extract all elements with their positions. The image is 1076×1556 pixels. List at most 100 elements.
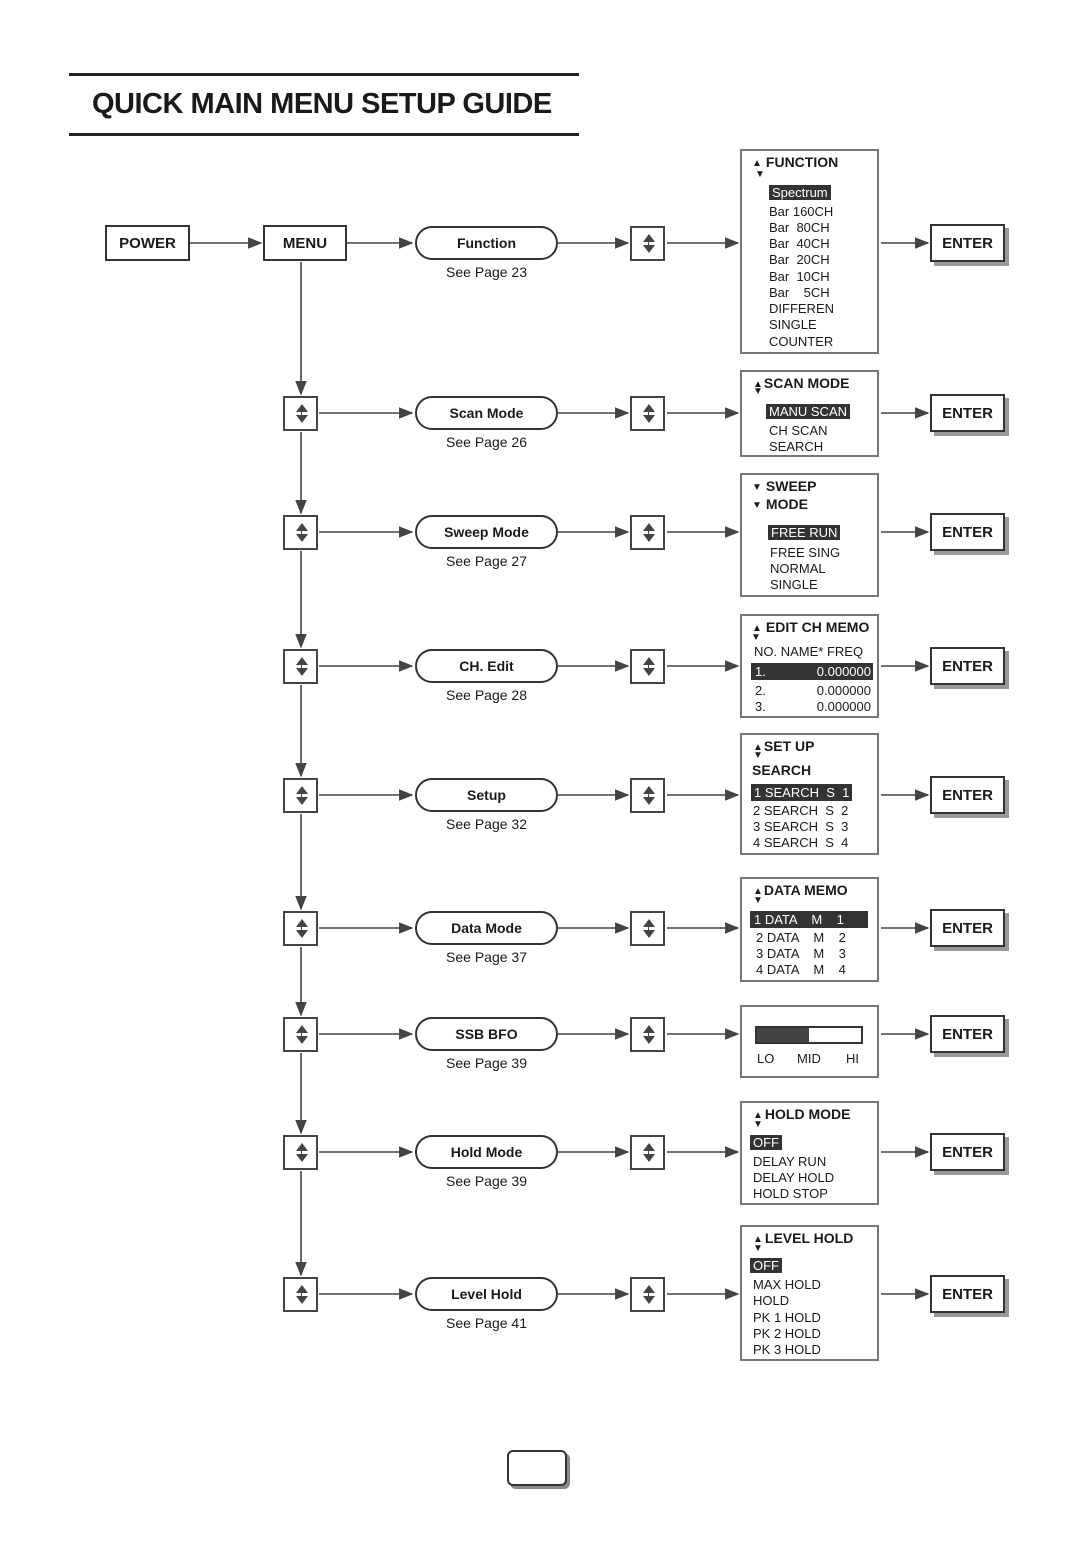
enter-button[interactable]: ENTER xyxy=(930,1133,1005,1171)
hold-item[interactable]: HOLD STOP xyxy=(753,1186,828,1201)
chedit-no: 2. xyxy=(755,683,766,698)
data-row[interactable]: 2 DATA M 2 xyxy=(756,930,846,945)
function-item[interactable]: Bar 160CH xyxy=(769,204,834,219)
chedit-row[interactable]: 3. 0.000000 xyxy=(751,699,873,715)
ch-edit-mode-button[interactable]: CH. Edit xyxy=(415,649,558,683)
edit-ch-memo-panel: ▲EDIT CH MEMO ▼ NO. NAME* FREQ 1. 0.0000… xyxy=(740,614,879,718)
function-item[interactable]: Bar 5CH xyxy=(769,285,830,300)
enter-button[interactable]: ENTER xyxy=(930,776,1005,814)
hold-selected[interactable]: OFF xyxy=(750,1135,782,1150)
up-down-key-icon[interactable] xyxy=(283,396,318,431)
enter-button[interactable]: ENTER xyxy=(930,1275,1005,1313)
down-arrow-icon: ▼ xyxy=(753,1119,763,1130)
scan-mode-see-page: See Page 26 xyxy=(446,434,527,450)
data-mode-mode-button[interactable]: Data Mode xyxy=(415,911,558,945)
up-down-key-icon[interactable] xyxy=(630,778,665,813)
enter-button[interactable]: ENTER xyxy=(930,224,1005,262)
down-arrow-icon: ▼ xyxy=(753,750,763,761)
sweep-selected[interactable]: FREE RUN xyxy=(768,525,841,540)
power-button[interactable]: POWER xyxy=(105,225,190,261)
setup-row[interactable]: 3 SEARCH S 3 xyxy=(753,819,849,834)
function-item[interactable]: Bar 40CH xyxy=(769,236,830,251)
sweep-item[interactable]: FREE SING xyxy=(770,545,841,560)
scan-selected[interactable]: MANU SCAN xyxy=(766,404,851,419)
level-item[interactable]: MAX HOLD xyxy=(753,1277,821,1292)
hold-item[interactable]: DELAY RUN xyxy=(753,1154,827,1169)
scan-item[interactable]: CH SCAN xyxy=(769,423,828,438)
sweep-mode-see-page: See Page 27 xyxy=(446,553,527,569)
chedit-row-selected[interactable]: 1. 0.000000 xyxy=(751,663,873,680)
level-hold-panel: ▲LEVEL HOLD ▼ OFF MAX HOLD HOLD PK 1 HOL… xyxy=(740,1225,879,1361)
bfo-level-bar[interactable] xyxy=(755,1026,863,1044)
page-number-box xyxy=(507,1450,567,1486)
setup-mode-button[interactable]: Setup xyxy=(415,778,558,812)
function-mode-button[interactable]: Function xyxy=(415,226,558,260)
up-down-key-icon[interactable] xyxy=(630,226,665,261)
down-arrow-icon: ▼ xyxy=(751,632,761,643)
sweep-item[interactable]: NORMAL xyxy=(770,561,826,576)
setup-row[interactable]: 2 SEARCH S 2 xyxy=(753,803,849,818)
chedit-row[interactable]: 2. 0.000000 xyxy=(751,683,873,699)
up-down-key-icon[interactable] xyxy=(283,649,318,684)
hold-mode-mode-button[interactable]: Hold Mode xyxy=(415,1135,558,1169)
function-item[interactable]: Bar 10CH xyxy=(769,269,830,284)
data-row[interactable]: 3 DATA M 3 xyxy=(756,946,846,961)
scan-item[interactable]: SEARCH xyxy=(769,439,824,454)
bfo-level-fill xyxy=(757,1028,809,1042)
function-item[interactable]: Bar 80CH xyxy=(769,220,830,235)
hold-item[interactable]: DELAY HOLD xyxy=(753,1170,835,1185)
enter-button[interactable]: ENTER xyxy=(930,513,1005,551)
up-down-key-icon[interactable] xyxy=(630,515,665,550)
chedit-panel-header: EDIT CH MEMO xyxy=(765,619,870,635)
ssb-bfo-mode-button[interactable]: SSB BFO xyxy=(415,1017,558,1051)
function-panel: ▲FUNCTION ▼ Spectrum Bar 160CH Bar 80CH … xyxy=(740,149,879,354)
up-down-key-stem xyxy=(648,242,649,247)
data-row-selected[interactable]: 1 DATA M 1 xyxy=(750,911,868,928)
function-item[interactable]: DIFFEREN xyxy=(769,301,834,316)
level-item[interactable]: PK 3 HOLD xyxy=(753,1342,821,1357)
up-down-key-stem xyxy=(648,1033,649,1038)
sweep-mode-mode-button[interactable]: Sweep Mode xyxy=(415,515,558,549)
menu-button[interactable]: MENU xyxy=(263,225,347,261)
up-down-key-icon[interactable] xyxy=(630,1277,665,1312)
level-item[interactable]: HOLD xyxy=(753,1293,790,1308)
up-down-key-icon[interactable] xyxy=(283,1017,318,1052)
hold-mode-see-page: See Page 39 xyxy=(446,1173,527,1189)
down-arrow-icon: ▼ xyxy=(752,500,762,511)
up-down-key-stem xyxy=(648,1293,649,1298)
up-down-key-icon[interactable] xyxy=(283,1277,318,1312)
up-down-key-icon[interactable] xyxy=(283,778,318,813)
function-item[interactable]: Bar 20CH xyxy=(769,252,830,267)
up-down-key-icon[interactable] xyxy=(283,1135,318,1170)
enter-button[interactable]: ENTER xyxy=(930,909,1005,947)
data-row[interactable]: 4 DATA M 4 xyxy=(756,962,846,977)
enter-button[interactable]: ENTER xyxy=(930,647,1005,685)
function-item[interactable]: COUNTER xyxy=(769,334,834,349)
level-hold-mode-button[interactable]: Level Hold xyxy=(415,1277,558,1311)
sweep-item[interactable]: SINGLE xyxy=(770,577,818,592)
level-selected[interactable]: OFF xyxy=(750,1258,782,1273)
up-down-key-icon[interactable] xyxy=(630,1135,665,1170)
data-mode-see-page: See Page 37 xyxy=(446,949,527,965)
function-item[interactable]: SINGLE xyxy=(769,317,817,332)
scan-mode-mode-button[interactable]: Scan Mode xyxy=(415,396,558,430)
up-down-key-icon[interactable] xyxy=(283,515,318,550)
enter-button[interactable]: ENTER xyxy=(930,1015,1005,1053)
down-arrow-icon: ▼ xyxy=(755,169,765,180)
up-down-key-icon[interactable] xyxy=(630,1017,665,1052)
level-item[interactable]: PK 1 HOLD xyxy=(753,1310,821,1325)
up-down-key-icon[interactable] xyxy=(283,911,318,946)
setup-panel-header: SET UP xyxy=(763,738,815,754)
chedit-no: 3. xyxy=(755,699,766,714)
function-selected[interactable]: Spectrum xyxy=(769,185,831,200)
up-down-key-icon[interactable] xyxy=(630,911,665,946)
level-item[interactable]: PK 2 HOLD xyxy=(753,1326,821,1341)
up-down-key-stem xyxy=(301,1293,302,1298)
up-down-key-icon[interactable] xyxy=(630,396,665,431)
up-down-key-icon[interactable] xyxy=(630,649,665,684)
setup-row[interactable]: 4 SEARCH S 4 xyxy=(753,835,849,850)
setup-panel: ▲SET UP ▼ SEARCH 1 SEARCH S 1 2 SEARCH S… xyxy=(740,733,879,855)
setup-row-selected[interactable]: 1 SEARCH S 1 xyxy=(751,784,853,801)
data-memo-panel: ▲DATA MEMO ▼ 1 DATA M 1 2 DATA M 2 3 DAT… xyxy=(740,877,879,982)
enter-button[interactable]: ENTER xyxy=(930,394,1005,432)
